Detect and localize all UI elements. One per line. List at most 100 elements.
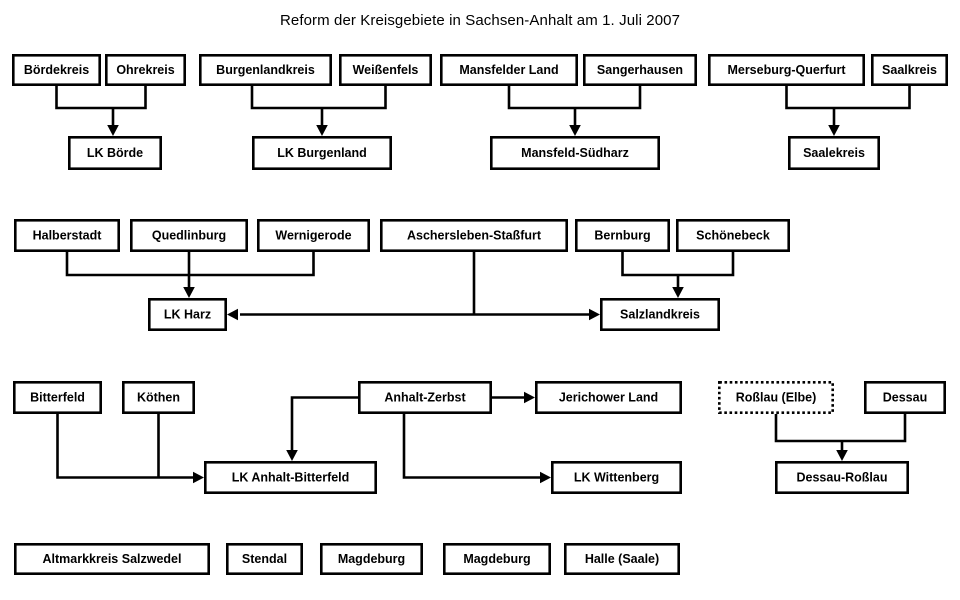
node-box-dessau[interactable] — [863, 380, 946, 414]
node-merseburg-querfurt[interactable]: Merseburg-Querfurt — [707, 53, 865, 86]
node-box-salzlandkreis[interactable] — [599, 297, 720, 331]
node-label-mansfelder-land: Mansfelder Land — [459, 63, 558, 77]
node-box-bitterfeld[interactable] — [13, 380, 103, 414]
node-box-altmarkkreis-salzwedel[interactable] — [14, 542, 210, 575]
node-altmarkkreis-salzwedel[interactable]: Altmarkkreis Salzwedel — [14, 542, 210, 575]
node-rosslau-elbe[interactable]: Roßlau (Elbe) — [717, 380, 834, 414]
node-burgenlandkreis[interactable]: Burgenlandkreis — [199, 53, 332, 86]
node-box-lk-burgenland[interactable] — [252, 136, 392, 171]
node-box-schoenebeck[interactable] — [675, 219, 790, 253]
node-salzlandkreis[interactable]: Salzlandkreis — [599, 297, 720, 331]
connector-zerbst-anhalt-bitterfeld-line — [290, 396, 358, 453]
node-label-altmarkkreis-salzwedel: Altmarkkreis Salzwedel — [43, 552, 182, 566]
node-box-merseburg-querfurt[interactable] — [707, 53, 865, 86]
node-label-weissenfels: Weißenfels — [353, 63, 419, 77]
connector-mansfeld-arrow — [569, 108, 581, 136]
node-box-lk-anhalt-bitterfeld[interactable] — [204, 460, 377, 494]
arrow-head-down — [672, 287, 684, 298]
node-box-dessau-rosslau[interactable] — [774, 460, 909, 494]
node-box-halle-saale[interactable] — [563, 542, 680, 575]
node-label-dessau: Dessau — [883, 390, 927, 404]
node-saalekreis[interactable]: Saalekreis — [787, 136, 880, 171]
node-dessau-rosslau[interactable]: Dessau-Roßlau — [774, 460, 909, 494]
node-box-aschersleben[interactable] — [379, 219, 568, 253]
connector-boerde-line — [55, 86, 147, 110]
node-magdeburg-kreis[interactable]: Magdeburg — [319, 542, 423, 575]
node-lk-anhalt-bitterfeld[interactable]: LK Anhalt-Bitterfeld — [204, 460, 377, 494]
node-ohrekreis[interactable]: Ohrekreis — [105, 53, 187, 86]
node-boerdekreis[interactable]: Bördekreis — [12, 53, 102, 86]
node-sangerhausen[interactable]: Sangerhausen — [582, 53, 697, 86]
node-lk-boerde[interactable]: LK Börde — [68, 136, 163, 171]
node-box-wernigerode[interactable] — [256, 219, 370, 253]
node-lk-harz[interactable]: LK Harz — [148, 297, 228, 331]
node-box-saalkreis[interactable] — [870, 53, 948, 86]
node-magdeburg-stadt[interactable]: Magdeburg — [442, 542, 551, 575]
node-anhalt-zerbst[interactable]: Anhalt-Zerbst — [357, 380, 492, 414]
node-mansfelder-land[interactable]: Mansfelder Land — [439, 53, 578, 86]
node-label-schoenebeck: Schönebeck — [696, 228, 770, 242]
node-label-aschersleben: Aschersleben-Staßfurt — [407, 228, 542, 242]
node-box-stendal[interactable] — [226, 542, 304, 575]
node-jerichower-land[interactable]: Jerichower Land — [534, 380, 682, 414]
connector-burgenland-arrow — [316, 108, 328, 136]
node-box-magdeburg-kreis[interactable] — [319, 542, 423, 575]
node-saalkreis[interactable]: Saalkreis — [870, 53, 948, 86]
node-schoenebeck[interactable]: Schönebeck — [675, 219, 790, 253]
node-box-boerdekreis[interactable] — [12, 53, 102, 86]
node-box-magdeburg-stadt[interactable] — [442, 542, 551, 575]
connector-burgenland — [250, 86, 387, 110]
arrow-head-down — [316, 125, 328, 136]
node-lk-wittenberg[interactable]: LK Wittenberg — [550, 460, 682, 494]
node-label-jerichower-land: Jerichower Land — [559, 390, 658, 404]
node-label-magdeburg-kreis: Magdeburg — [338, 552, 405, 566]
connector-mansfeld — [507, 86, 642, 110]
node-box-lk-harz[interactable] — [148, 297, 228, 331]
node-label-magdeburg-stadt: Magdeburg — [463, 552, 530, 566]
arrow-head-right — [589, 308, 600, 321]
node-stendal[interactable]: Stendal — [226, 542, 304, 575]
node-box-mansfeld-suedharz[interactable] — [489, 136, 660, 171]
node-wernigerode[interactable]: Wernigerode — [256, 219, 370, 253]
node-box-quedlinburg[interactable] — [130, 219, 249, 253]
node-box-halberstadt[interactable] — [14, 219, 121, 253]
node-bernburg[interactable]: Bernburg — [574, 219, 670, 253]
node-box-koethen[interactable] — [122, 380, 196, 414]
node-label-anhalt-zerbst: Anhalt-Zerbst — [384, 390, 466, 404]
node-box-weissenfels[interactable] — [338, 53, 432, 86]
node-box-rosslau-elbe[interactable] — [717, 380, 834, 414]
node-halberstadt[interactable]: Halberstadt — [14, 219, 121, 253]
node-dessau[interactable]: Dessau — [863, 380, 946, 414]
node-box-jerichower-land[interactable] — [534, 380, 682, 414]
node-label-lk-anhalt-bitterfeld: LK Anhalt-Bitterfeld — [232, 470, 350, 484]
node-label-lk-burgenland: LK Burgenland — [277, 146, 367, 160]
connector-aschersleben — [227, 252, 600, 321]
node-aschersleben[interactable]: Aschersleben-Staßfurt — [379, 219, 568, 253]
node-mansfeld-suedharz[interactable]: Mansfeld-Südharz — [489, 136, 660, 171]
node-box-burgenlandkreis[interactable] — [199, 53, 332, 86]
node-box-ohrekreis[interactable] — [105, 53, 187, 86]
arrow-head-down — [569, 125, 581, 136]
connector-layer — [55, 86, 911, 484]
node-box-mansfelder-land[interactable] — [439, 53, 578, 86]
node-label-bitterfeld: Bitterfeld — [30, 390, 85, 404]
connector-saalekreis — [785, 86, 911, 110]
node-lk-burgenland[interactable]: LK Burgenland — [252, 136, 392, 171]
node-weissenfels[interactable]: Weißenfels — [338, 53, 432, 86]
node-box-sangerhausen[interactable] — [582, 53, 697, 86]
node-halle-saale[interactable]: Halle (Saale) — [563, 542, 680, 575]
node-quedlinburg[interactable]: Quedlinburg — [130, 219, 249, 253]
node-bitterfeld[interactable]: Bitterfeld — [13, 380, 103, 414]
arrow-head-down — [286, 450, 298, 461]
node-koethen[interactable]: Köthen — [122, 380, 196, 414]
node-box-lk-boerde[interactable] — [68, 136, 163, 171]
node-box-lk-wittenberg[interactable] — [550, 460, 682, 494]
connector-saalekreis-arrow — [828, 108, 840, 136]
node-box-anhalt-zerbst[interactable] — [357, 380, 492, 414]
node-box-bernburg[interactable] — [574, 219, 670, 253]
connector-salzlandkreis — [621, 252, 735, 277]
node-box-saalekreis[interactable] — [787, 136, 880, 171]
connector-zerbst-wittenberg-line — [402, 414, 543, 479]
node-label-mansfeld-suedharz: Mansfeld-Südharz — [521, 146, 629, 160]
